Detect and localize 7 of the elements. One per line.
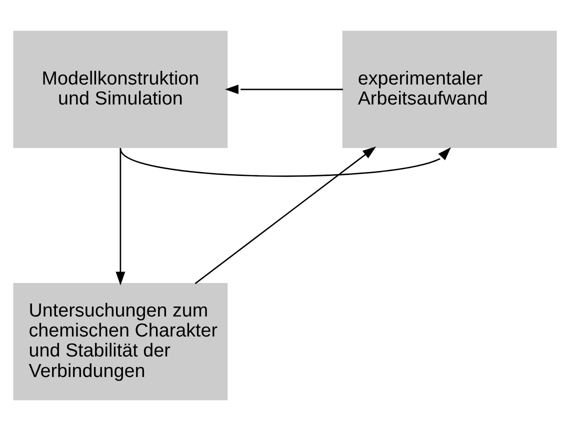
node-box: experimentaler Arbeitsaufwand xyxy=(342,30,557,148)
node-box: Modellkonstruktion und Simulation xyxy=(13,30,228,148)
arrow xyxy=(194,146,376,284)
arrow xyxy=(224,84,343,94)
node-box: Untersuchungen zum chemischen Charakter und Stabilität der Verbindungen xyxy=(13,282,228,400)
arrow xyxy=(120,146,451,176)
arrow xyxy=(116,147,126,285)
